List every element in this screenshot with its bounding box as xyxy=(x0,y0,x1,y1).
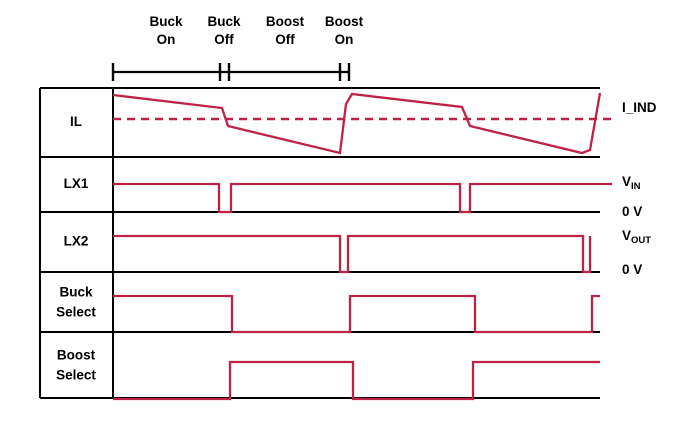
row-label-boost-select-line1: Boost xyxy=(57,348,96,363)
right-label-v-out-sub: OUT xyxy=(631,235,651,246)
waveform-buck-select xyxy=(113,294,600,334)
waveform-il xyxy=(112,92,602,155)
waveforms xyxy=(112,92,612,401)
phase-timeline xyxy=(111,63,351,81)
right-label-0v-lx1: 0 V xyxy=(622,204,642,219)
waveform-lx2 xyxy=(113,234,592,274)
right-label-0v-lx2-main: 0 V xyxy=(622,262,642,277)
right-label-v-in-main: V xyxy=(622,174,631,189)
phase-label-boost-on-line1: Boost xyxy=(325,14,364,29)
phase-label-boost-off-line2: Off xyxy=(275,32,295,47)
phase-label-boost-on-line2: On xyxy=(335,32,354,47)
right-label-v-in-sub: IN xyxy=(631,181,641,192)
waveform-lx1 xyxy=(113,182,612,214)
row-label-buck-select-line2: Select xyxy=(56,305,96,320)
row-label-il: IL xyxy=(70,114,82,129)
right-label-0v-lx2: 0 V xyxy=(622,262,642,277)
right-label-v-out-main: V xyxy=(622,228,631,243)
right-label-i-ind-main: I_IND xyxy=(622,100,657,115)
row-label-buck-select-line1: Buck xyxy=(59,285,93,300)
right-label-v-out: VOUT xyxy=(622,228,651,246)
phase-label-boost-off-line1: Boost xyxy=(266,14,305,29)
right-label-0v-lx1-main: 0 V xyxy=(622,204,642,219)
phase-label-buck-off-line2: Off xyxy=(214,32,234,47)
phase-label-buck-off-line1: Buck xyxy=(207,14,241,29)
row-label-boost-select-line2: Select xyxy=(56,368,96,383)
row-label-lx2: LX2 xyxy=(64,234,89,249)
right-label-i-ind: I_IND xyxy=(622,100,657,115)
waveform-boost-select xyxy=(113,360,600,401)
row-grid xyxy=(38,86,600,400)
phase-label-buck-on-line2: On xyxy=(157,32,176,47)
phase-label-buck-on-line1: Buck xyxy=(149,14,183,29)
right-label-v-in: VIN xyxy=(622,174,641,192)
row-label-lx1: LX1 xyxy=(64,176,89,191)
